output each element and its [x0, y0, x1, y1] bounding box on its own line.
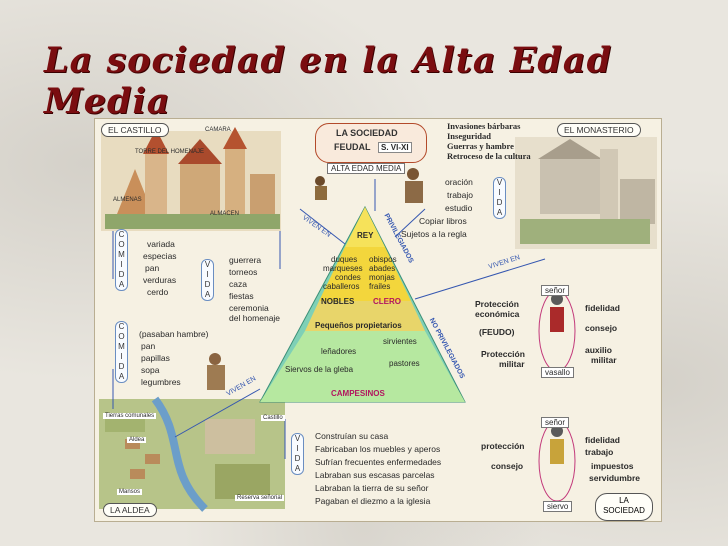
castle-illustration: [101, 127, 281, 231]
vassal-right-item: auxilio: [585, 345, 612, 355]
era-label: ALTA EDAD MEDIA: [327, 163, 406, 174]
village-vida-item: Fabricaban los muebles y aperos: [315, 444, 441, 454]
page-title: La sociedad en la Alta Edad Media: [44, 40, 613, 122]
cause-item: Inseguridad: [447, 131, 491, 141]
nobles-label: NOBLES: [321, 297, 355, 306]
castle-img-label: TORRE DEL HOMENAJE: [135, 149, 205, 155]
castle-vida-item: guerrera: [229, 255, 262, 265]
pyramid: [259, 205, 466, 403]
village-vida-item: Sufrían frecuentes enfermedades: [315, 457, 442, 467]
castle-vida-item: torneos: [229, 267, 258, 277]
pyramid-siervos: Siervos de la gleba: [285, 365, 354, 374]
vassal-left-item: Protección: [481, 349, 525, 359]
vassal-right-item: consejo: [585, 323, 618, 333]
castle-comida-item: variada: [147, 239, 175, 249]
monastery-vida-item: Copiar libros: [419, 216, 467, 226]
monastery-vida-item: Sujetos a la regla: [401, 229, 467, 239]
serf-senor: señor: [541, 417, 570, 428]
village-comida-item: legumbres: [141, 377, 181, 387]
serf-right-item: servidumbre: [589, 473, 641, 483]
pyramid-rey: REY: [357, 231, 374, 240]
monastery-vida-item: oración: [445, 177, 473, 187]
campesinos-label: CAMPESINOS: [331, 389, 385, 398]
serf-left-item: consejo: [491, 461, 524, 471]
village-img-label: Mansos: [117, 489, 143, 495]
society-feudal: FEUDAL: [334, 142, 371, 152]
serf-siervo: siervo: [543, 501, 573, 512]
village-img-label: Aldea: [127, 437, 147, 443]
castle-img-label: CAMARA: [205, 127, 231, 133]
clero-label: CLERO: [373, 297, 401, 306]
village-vida-item: Labraban sus escasas parcelas: [315, 470, 435, 480]
village-comida-item: (pasaban hambre): [139, 329, 209, 339]
society-title: LA SOCIEDAD: [336, 128, 398, 138]
monastery-label: EL MONASTERIO: [557, 123, 641, 137]
monastery-illustration: [515, 137, 657, 249]
village-label: LA ALDEA: [103, 503, 157, 517]
castle-comida-item: cerdo: [147, 287, 169, 297]
village-vida-item: Labraban la tierra de su señor: [315, 483, 429, 493]
monastery-vida-item: trabajo: [447, 190, 473, 200]
serf-left-item: protección: [481, 441, 525, 451]
vassal-vasallo: vasallo: [541, 367, 574, 378]
castle-comida-item: pan: [145, 263, 160, 273]
village-comida-item: sopa: [141, 365, 160, 375]
village-img-label: Reserva señorial: [235, 495, 285, 501]
castle-comida-item: verduras: [143, 275, 177, 285]
cause-item: Retroceso de la cultura: [447, 151, 531, 161]
serf-right-item: trabajo: [585, 447, 614, 457]
pyramid-sirvientes: sirvientes: [383, 337, 417, 346]
diagram-panel: EL CASTILLO CAMARA TORRE DEL HOMENAJE AL…: [94, 118, 662, 522]
connector-lines: [99, 127, 657, 512]
serf-right-item: impuestos: [591, 461, 634, 471]
society-box: LA SOCIEDAD FEUDAL S. VI-XI: [315, 123, 427, 163]
pyramid-lenadores: leñadores: [321, 347, 357, 356]
vassal-right-item: fidelidad: [585, 303, 620, 313]
serf-right-item: fidelidad: [585, 435, 620, 445]
vassal-left-item: (FEUDO): [479, 327, 515, 337]
village-img-label: Castillo: [261, 415, 285, 421]
period-badge: S. VI-XI: [378, 142, 412, 153]
castle-label: EL CASTILLO: [101, 123, 169, 137]
castle-vida-item: fiestas: [229, 291, 254, 301]
castle-img-label: ALMENAS: [113, 197, 142, 203]
village-comida-item: papillas: [141, 353, 170, 363]
vassal-left-item: económica: [475, 309, 520, 319]
castle-img-label: ALMACEN: [210, 211, 240, 217]
village-vida-item: Pagaban el diezmo a la iglesia: [315, 496, 431, 506]
figures: [207, 168, 564, 464]
castle-comida-item: especias: [143, 251, 177, 261]
village-img-label: Tierras comunales: [103, 413, 157, 419]
pyramid-pastores: pastores: [389, 359, 420, 368]
vassal-left-item: Protección: [475, 299, 519, 309]
cause-item: Invasiones bárbaras: [447, 121, 521, 131]
castle-vida-item: del homenaje: [229, 313, 281, 323]
pyramid-propietarios: Pequeños propietarios: [315, 321, 402, 330]
village-comida-item: pan: [141, 341, 156, 351]
castle-vida-item: ceremonia: [229, 303, 269, 313]
cause-item: Guerras y hambre: [447, 141, 514, 151]
vassal-right-item: militar: [591, 355, 617, 365]
vassal-left-item: militar: [499, 359, 525, 369]
monastery-vida-item: estudio: [445, 203, 473, 213]
castle-vida-item: caza: [229, 279, 247, 289]
vassal-senor: señor: [541, 285, 570, 296]
village-vida-item: Construían su casa: [315, 431, 389, 441]
